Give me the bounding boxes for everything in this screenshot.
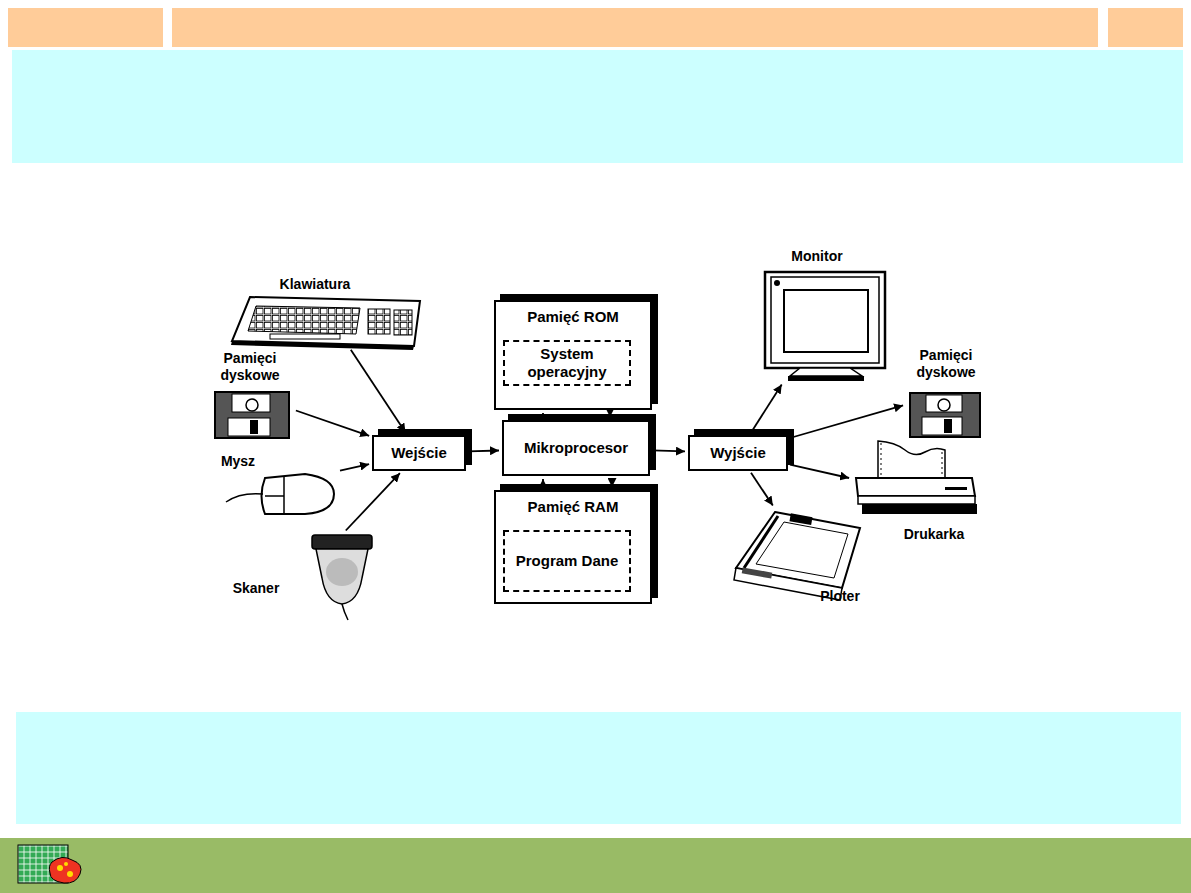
arrow-connector [790, 405, 903, 438]
printer-picture [856, 441, 977, 514]
footer-bar [0, 838, 1191, 893]
top-panel [12, 50, 1183, 163]
footer-icon [18, 845, 81, 883]
box-label: Mikroprocesor [524, 439, 628, 457]
memory-box: Pamięć RAM Program Dane [494, 490, 652, 604]
device-label: Pamięci dyskowe [906, 347, 986, 381]
header-bar [1108, 8, 1183, 47]
dashed-box: Program Dane [503, 530, 631, 592]
device-node: Monitor [762, 248, 890, 382]
arrow-connector [652, 450, 685, 451]
device-node: Skaner [226, 532, 376, 624]
header-bar [172, 8, 1098, 47]
floppy-disk-picture [215, 392, 289, 438]
device-label: Ploter [805, 588, 875, 605]
floppy-disk-picture [910, 393, 980, 437]
arrow-connector [611, 478, 613, 487]
box-label: Pamięć RAM [496, 498, 650, 516]
device-label: Monitor [767, 248, 867, 265]
arrow-connector [751, 473, 773, 506]
process-box: Wejście [372, 435, 466, 471]
box-label: Program Dane [510, 552, 625, 570]
plotter-picture [734, 512, 860, 600]
arrow-connector [340, 464, 369, 471]
device-node: Drukarka [852, 440, 980, 546]
processor-box: Mikroprocesor [502, 420, 650, 476]
dashed-box: System operacyjny [503, 340, 631, 386]
arrow-connector [609, 412, 611, 417]
monitor-picture [765, 272, 885, 381]
device-label: Pamięci dyskowe [207, 350, 293, 384]
device-label: Skaner [221, 580, 291, 597]
arrow-connector [542, 413, 544, 418]
box-label: System operacyjny [505, 345, 629, 381]
box-label: Wyjście [710, 444, 766, 462]
arrow-connector [351, 350, 406, 433]
device-node: Ploter [732, 508, 882, 606]
hand-scanner-picture [312, 535, 372, 620]
arrow-connector [296, 411, 369, 436]
process-box: Wyjście [688, 435, 788, 471]
device-label: Klawiatura [255, 276, 375, 293]
bottom-panel [16, 712, 1181, 824]
arrow-connector [468, 450, 499, 453]
arrow-connector [790, 465, 849, 478]
arrow-connector [542, 479, 544, 488]
box-label: Pamięć ROM [496, 308, 650, 326]
device-label: Mysz [208, 453, 268, 470]
arrow-connector [346, 473, 400, 530]
device-node: Pamięci dyskowe [906, 347, 986, 439]
memory-box: Pamięć ROM System operacyjny [494, 300, 652, 410]
box-label: Wejście [391, 444, 447, 462]
header-bar [8, 8, 163, 47]
device-node: Pamięci dyskowe [208, 350, 294, 440]
device-label: Drukarka [889, 526, 979, 543]
device-node: Klawiatura [228, 276, 424, 348]
keyboard-picture [231, 297, 420, 350]
device-node: Mysz [214, 453, 338, 517]
arrow-connector [751, 385, 782, 434]
mouse-picture [226, 474, 334, 514]
